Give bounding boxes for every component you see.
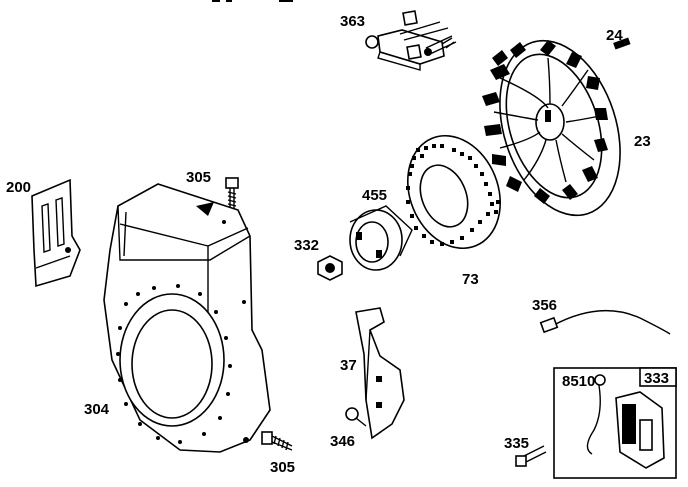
part-23-flywheel [482,39,621,217]
label-363: 363 [340,13,365,30]
label-332: 332 [294,237,319,254]
part-73-screen [406,134,502,250]
part-346-screw [345,407,367,427]
part-24-key [613,37,631,50]
part-305-bottom-screw [261,431,293,451]
part-363-bracket [365,10,457,71]
top-edge-fragment [212,0,293,2]
label-8510: 8510 [562,373,595,390]
label-24: 24 [606,27,623,44]
label-23: 23 [634,133,651,150]
part-335-screw [515,445,547,467]
part-455-cup [349,205,413,271]
part-305-top-screw [225,177,239,210]
label-335: 335 [504,435,529,452]
label-305-top: 305 [186,169,211,186]
part-37-guard [355,307,405,440]
label-73: 73 [462,271,479,288]
label-304: 304 [84,401,110,418]
label-37: 37 [340,357,357,374]
part-304-blower-housing [103,183,271,453]
part-356-wire [539,309,671,335]
part-200-plate [31,178,81,288]
part-333-module-box [553,367,677,479]
label-200: 200 [6,179,31,196]
label-333: 333 [644,370,669,387]
label-305-bottom: 305 [270,459,295,476]
label-346: 346 [330,433,355,450]
part-332-nut [317,255,343,281]
label-455: 455 [362,187,387,204]
label-356: 356 [532,297,557,314]
